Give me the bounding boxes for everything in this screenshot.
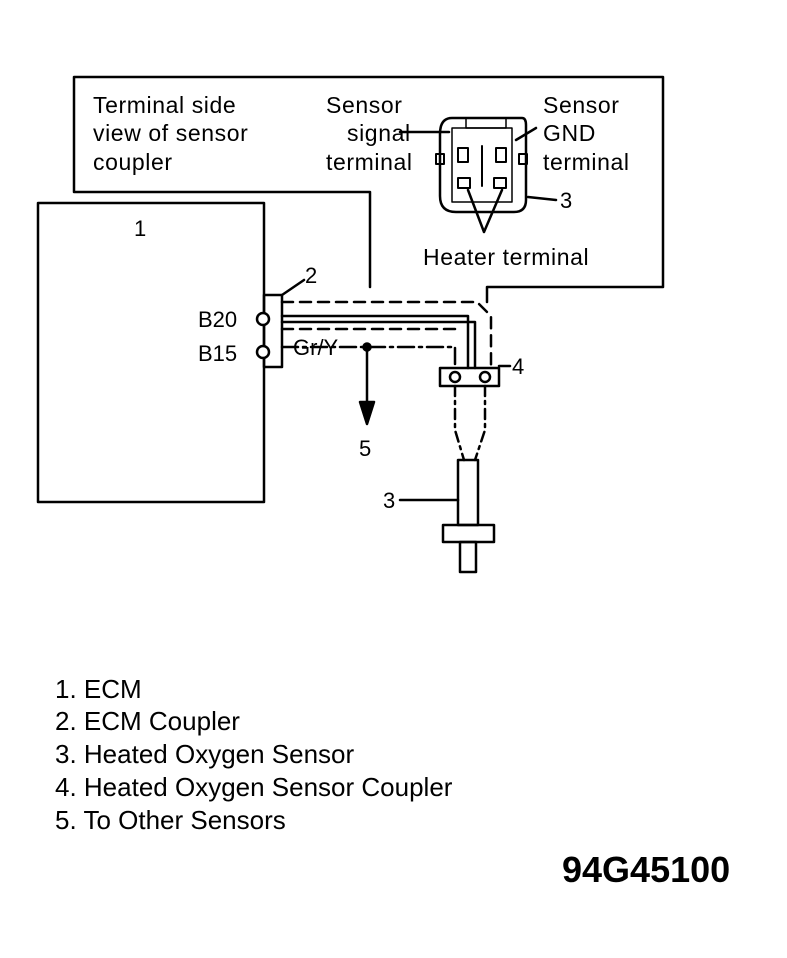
legend: 1. ECM 2. ECM Coupler 3. Heated Oxygen S…: [55, 674, 453, 835]
sensor-coupler-pin-left: [448, 370, 462, 384]
sensor-leads: [453, 384, 466, 462]
legend-item: 1. ECM: [55, 674, 142, 704]
signal-wire: [280, 314, 470, 370]
pin-b20-label: B20: [198, 307, 237, 332]
connector-face: [435, 116, 528, 214]
oxygen-sensor-hex: [441, 523, 496, 544]
view-label-1: Terminal side: [93, 92, 236, 118]
callout-texts: Terminal side view of sensor coupler Sen…: [93, 92, 630, 270]
signal-wire-return: [280, 320, 477, 370]
view-label-3: coupler: [93, 149, 173, 175]
ecm-number: 1: [134, 216, 146, 241]
coupler-number: 2: [305, 263, 317, 288]
callout-frame: [72, 75, 665, 304]
gnd-label-1: Sensor: [543, 92, 619, 118]
sensor-coupler: [438, 366, 501, 388]
legend-item: 3. Heated Oxygen Sensor: [55, 739, 355, 769]
shield-wire: [280, 300, 493, 371]
signal-label-1: Sensor: [326, 92, 402, 118]
figure-code: 94G45100: [562, 849, 730, 890]
legend-item: 5. To Other Sensors: [55, 805, 286, 835]
sensor-number-top: 3: [560, 188, 572, 213]
gnd-wire: [280, 345, 457, 370]
signal-label-3: terminal: [326, 149, 413, 175]
legend-item: 2. ECM Coupler: [55, 706, 240, 736]
other-sensors-arrow: [358, 400, 376, 426]
sensor-3-top-leader: [526, 195, 558, 202]
gnd-label-2: GND: [543, 120, 596, 146]
sensor-coupler-number: 4: [512, 354, 524, 379]
pin-b15-terminal: [255, 344, 271, 360]
oxygen-sensor-tip: [458, 540, 478, 574]
ecm-coupler: [262, 293, 284, 369]
sensor-number-bottom: 3: [383, 488, 395, 513]
oxygen-sensor-body: [456, 458, 480, 527]
coupler-2-leader: [280, 278, 306, 297]
legend-item: 4. Heated Oxygen Sensor Coupler: [55, 772, 453, 802]
sensor-leads-right: [473, 384, 487, 462]
wire-color-label: Gr/Y: [293, 335, 339, 360]
gnd-terminal-leader: [514, 126, 538, 142]
view-label-2: view of sensor: [93, 120, 248, 146]
heater-terminal-leader: [466, 188, 504, 234]
pin-b15-label: B15: [198, 341, 237, 366]
other-sensors-number: 5: [359, 436, 371, 461]
heater-terminal-label: Heater terminal: [423, 244, 589, 270]
pin-b20-terminal: [255, 311, 271, 327]
sensor-coupler-pin-right: [478, 370, 492, 384]
signal-label-2: signal: [347, 120, 411, 146]
gnd-label-3: terminal: [543, 149, 630, 175]
